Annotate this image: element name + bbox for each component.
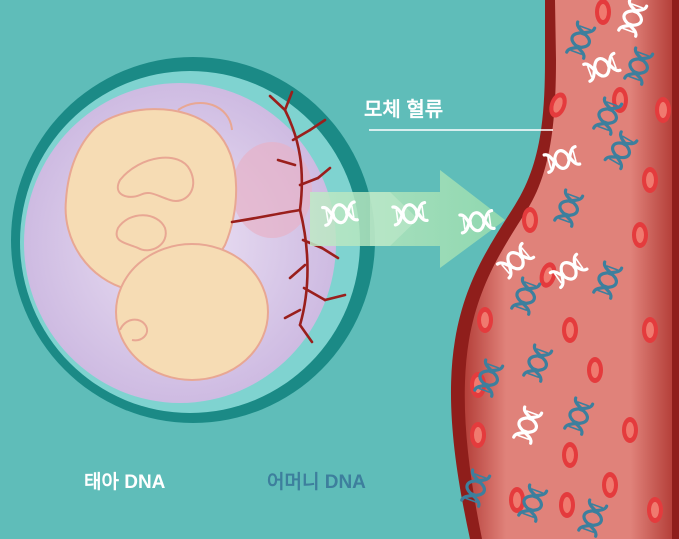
fetal-dna-label: 태아 DNA [84,467,165,494]
maternal-bloodstream-label: 모체 혈류 [364,93,443,122]
maternal-dna-label: 어머니 DNA [267,467,366,494]
